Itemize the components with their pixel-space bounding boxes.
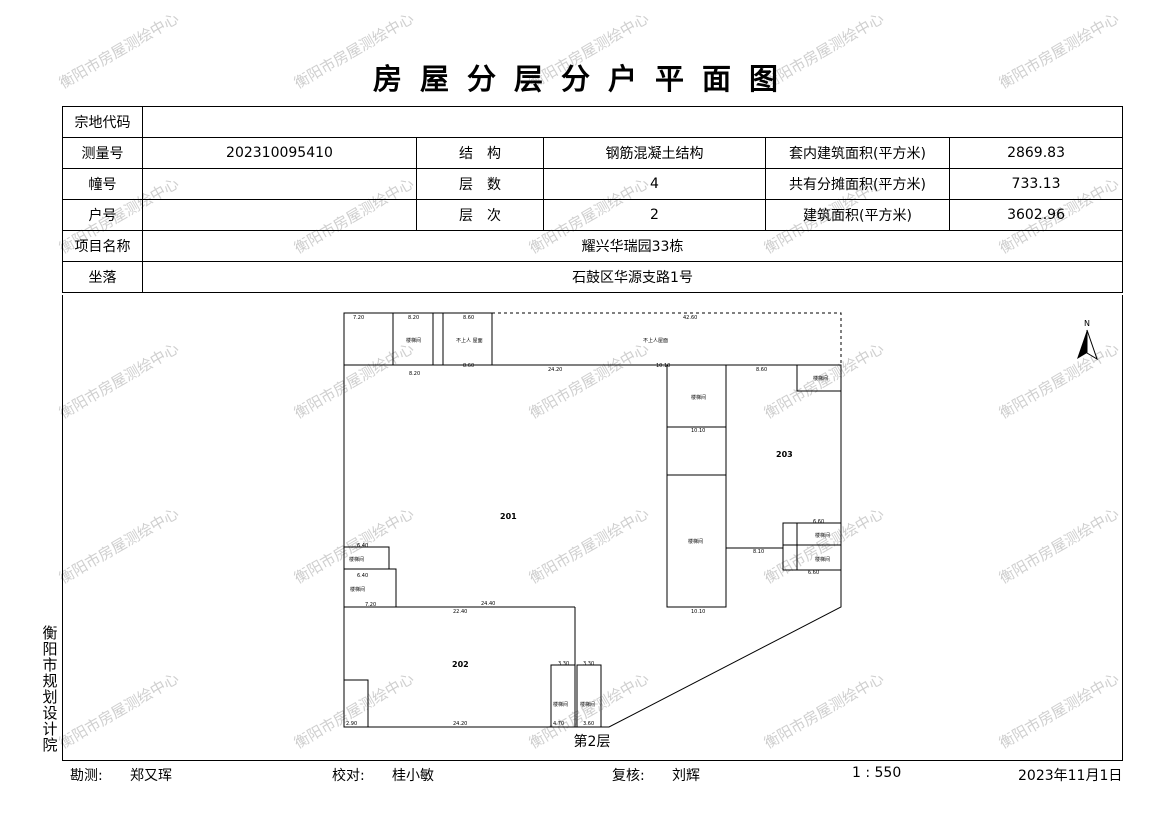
structure-value: 钢筋混凝土结构 <box>543 137 766 169</box>
svg-text:6.40: 6.40 <box>357 573 368 579</box>
table-row: 宗地代码 <box>62 106 1124 138</box>
floor-plan-area: 7.20 8.20 8.60 42.60 楼梯间 不上人 屋面 不上人屋面 8.… <box>62 295 1123 761</box>
floors-label: 层 数 <box>416 168 544 200</box>
location-value: 石鼓区华源支路1号 <box>141 261 1124 293</box>
building-no-value <box>142 168 417 200</box>
svg-text:楼梯间: 楼梯间 <box>691 394 706 401</box>
floor-plan-svg: 7.20 8.20 8.60 42.60 楼梯间 不上人 屋面 不上人屋面 8.… <box>343 312 1098 750</box>
svg-text:10.10: 10.10 <box>691 428 705 434</box>
svg-text:楼梯间: 楼梯间 <box>688 538 703 545</box>
location-label: 坐落 <box>62 261 143 293</box>
svg-text:10.10: 10.10 <box>656 363 670 369</box>
shared-area-value: 733.13 <box>948 168 1124 200</box>
svg-text:6.60: 6.60 <box>813 519 824 525</box>
svg-text:6.40: 6.40 <box>357 543 368 549</box>
unit-no-value <box>142 199 417 231</box>
svg-text:24.40: 24.40 <box>481 601 495 607</box>
svg-text:10.10: 10.10 <box>691 609 705 615</box>
table-row: 幢号 层 数 4 共有分摊面积(平方米) 733.13 <box>62 168 1124 200</box>
svg-text:楼梯间: 楼梯间 <box>350 586 365 593</box>
svg-text:7.20: 7.20 <box>365 602 376 608</box>
total-area-value: 3602.96 <box>948 199 1124 231</box>
date-text: 2023年11月1日 <box>1018 768 1123 784</box>
svg-text:8.20: 8.20 <box>409 371 420 377</box>
table-row: 项目名称 耀兴华瑞园33栋 <box>62 230 1124 262</box>
svg-text:22.40: 22.40 <box>453 609 467 615</box>
project-label: 项目名称 <box>62 230 143 262</box>
svg-text:N: N <box>1084 319 1090 328</box>
svg-text:楼梯间: 楼梯间 <box>349 556 364 563</box>
floor-value: 2 <box>543 199 766 231</box>
north-arrow-icon: N <box>1077 319 1098 361</box>
survey-no-label: 测量号 <box>62 137 143 169</box>
svg-text:不上人屋面: 不上人屋面 <box>643 337 668 344</box>
table-row: 坐落 石鼓区华源支路1号 <box>62 261 1124 293</box>
page-title: 房屋分层分户平面图 <box>372 62 796 96</box>
inner-area-value: 2869.83 <box>948 137 1124 169</box>
svg-text:8.20: 8.20 <box>408 315 419 321</box>
svg-text:6.60: 6.60 <box>808 570 819 576</box>
svg-text:7.20: 7.20 <box>353 315 364 321</box>
svg-text:3.30: 3.30 <box>558 661 569 667</box>
review-label: 复核: <box>612 768 645 784</box>
room-label-201: 201 <box>500 512 517 521</box>
svg-text:楼梯间: 楼梯间 <box>815 556 830 563</box>
svg-text:楼梯间: 楼梯间 <box>813 375 828 382</box>
floors-value: 4 <box>543 168 766 200</box>
svg-text:楼梯间: 楼梯间 <box>815 532 830 539</box>
check-name: 桂小敏 <box>392 768 434 784</box>
svg-text:8.60: 8.60 <box>463 363 474 369</box>
svg-text:8.10: 8.10 <box>753 549 764 555</box>
survey-label: 勘测: <box>70 768 103 784</box>
svg-text:楼梯间: 楼梯间 <box>580 701 595 708</box>
shared-area-label: 共有分摊面积(平方米) <box>765 168 950 200</box>
svg-text:24.20: 24.20 <box>548 367 562 373</box>
building-no-label: 幢号 <box>62 168 143 200</box>
svg-text:4.70: 4.70 <box>553 721 564 727</box>
svg-text:不上人 屋面: 不上人 屋面 <box>456 337 483 344</box>
unit-no-label: 户号 <box>62 199 143 231</box>
parcel-code-label: 宗地代码 <box>62 106 143 138</box>
project-value: 耀兴华瑞园33栋 <box>141 230 1124 262</box>
total-area-label: 建筑面积(平方米) <box>765 199 950 231</box>
review-name: 刘辉 <box>672 768 700 784</box>
svg-text:楼梯间: 楼梯间 <box>406 337 421 344</box>
survey-no-value: 202310095410 <box>142 137 417 169</box>
svg-text:2.90: 2.90 <box>346 721 357 727</box>
structure-label: 结 构 <box>416 137 544 169</box>
table-row: 户号 层 次 2 建筑面积(平方米) 3602.96 <box>62 199 1124 231</box>
inner-area-label: 套内建筑面积(平方米) <box>765 137 950 169</box>
survey-name: 郑又珲 <box>130 768 172 784</box>
svg-text:8.60: 8.60 <box>463 315 474 321</box>
scale-text: 1 : 550 <box>852 765 902 781</box>
svg-text:42.60: 42.60 <box>683 315 697 321</box>
svg-text:24.20: 24.20 <box>453 721 467 727</box>
svg-text:8.60: 8.60 <box>756 367 767 373</box>
room-label-202: 202 <box>452 660 469 669</box>
table-row: 测量号 202310095410 结 构 钢筋混凝土结构 套内建筑面积(平方米)… <box>62 137 1124 169</box>
svg-text:3.30: 3.30 <box>583 661 594 667</box>
svg-text:3.60: 3.60 <box>583 721 594 727</box>
room-label-203: 203 <box>776 450 793 459</box>
check-label: 校对: <box>332 768 365 784</box>
info-table: 宗地代码 测量号 202310095410 结 构 钢筋混凝土结构 套内建筑面积… <box>62 106 1124 293</box>
svg-text:楼梯间: 楼梯间 <box>553 701 568 708</box>
floor-label: 层 次 <box>416 199 544 231</box>
floor-caption: 第2层 <box>574 733 611 750</box>
parcel-code-value <box>141 106 1124 138</box>
side-organization: 衡阳市规划设计院 <box>42 624 58 754</box>
